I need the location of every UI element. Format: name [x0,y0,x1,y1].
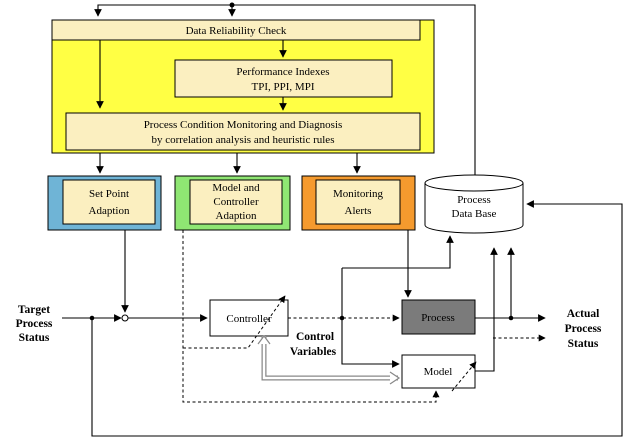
setpoint-adaption-box [62,179,156,225]
target-label-3: Status [19,332,50,344]
condition-monitoring-sub: by correlation analysis and heuristic ru… [152,134,335,146]
control-variables-label-1: Control [296,331,334,343]
process-database [424,174,524,234]
control-variables-label-2: Variables [290,346,337,358]
model-adaption-label-3: Adaption [216,210,257,222]
actual-label-2: Process [565,323,602,335]
target-label-2: Process [16,318,53,330]
setpoint-adaption-label-1: Set Point [89,188,129,200]
data-reliability-label: Data Reliability Check [186,25,287,37]
model-adaption-label-2: Controller [213,196,259,208]
condition-monitoring-box [65,112,421,151]
monitoring-alerts-box [315,179,401,225]
performance-indexes-box [174,59,393,98]
performance-indexes-label: Performance Indexes [236,66,329,78]
controller-box [209,299,289,337]
target-label-1: Target [18,304,50,316]
performance-indexes-sub: TPI, PPI, MPI [252,81,315,93]
model-label: Model [424,366,453,378]
monitoring-alerts-label-2: Alerts [345,205,372,217]
controller-label: Controller [226,313,272,325]
data-reliability-box [51,19,421,41]
actual-label-3: Status [568,338,599,350]
condition-monitoring-label: Process Condition Monitoring and Diagnos… [144,119,343,131]
model-adaption-box [189,179,283,225]
database-label-1: Process [457,194,491,206]
actual-label-1: Actual [567,308,600,320]
database-label-2: Data Base [452,208,497,220]
model-adaption-label-1: Model and [212,182,260,194]
monitoring-alerts-label-1: Monitoring [333,188,384,200]
process-label: Process [421,312,455,324]
controller-model-link [257,335,401,385]
model-box [401,354,476,389]
process-box [401,299,476,335]
summing-junction [121,314,129,322]
setpoint-adaption-label-2: Adaption [89,205,130,217]
